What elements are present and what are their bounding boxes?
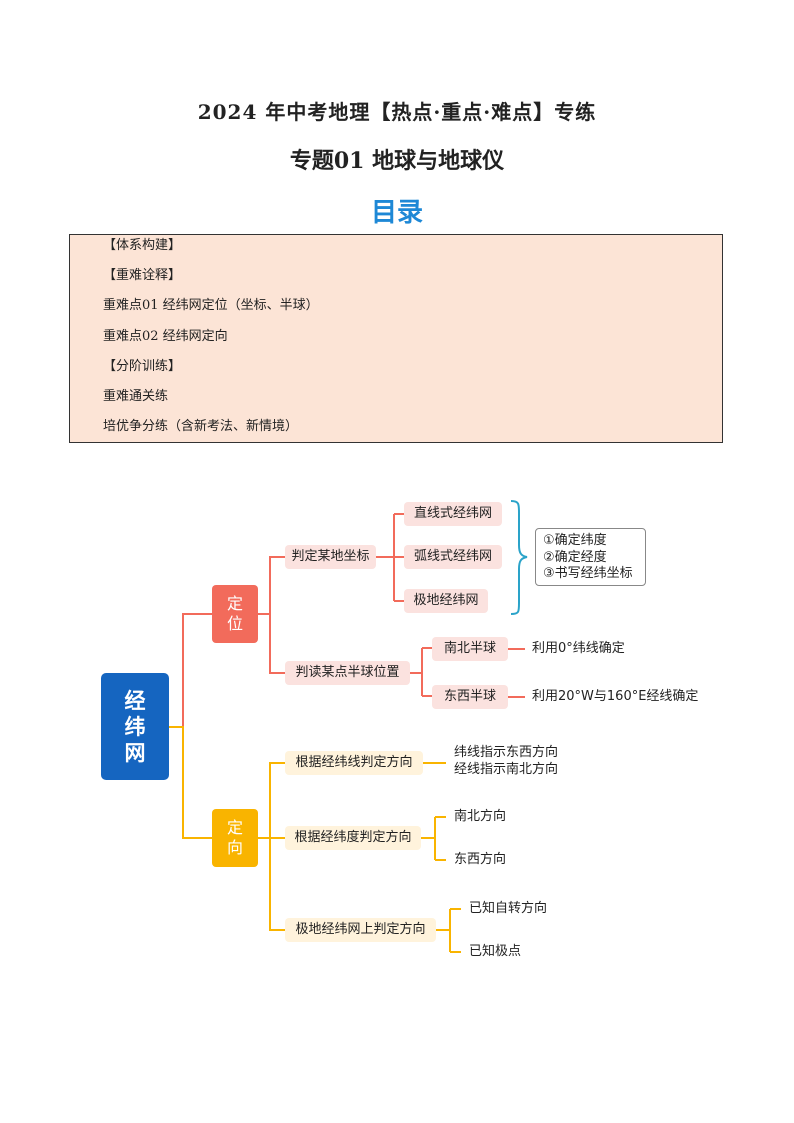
toc-item[interactable]: 【重难诠释】 <box>103 268 182 284</box>
mindmap-root: 经纬网 <box>101 673 169 780</box>
node-direction-by-degrees: 根据经纬度判定方向 <box>285 826 421 850</box>
node-straight-grid: 直线式经纬网 <box>404 502 502 526</box>
leaf-known-rotation: 已知自转方向 <box>469 901 548 916</box>
node-direction: 定向 <box>212 809 258 867</box>
step-item: ③书写经纬坐标 <box>543 566 633 581</box>
toc-item[interactable]: 培优争分练（含新考法、新情境） <box>103 419 299 435</box>
node-arc-grid: 弧线式经纬网 <box>404 545 502 569</box>
toc-item[interactable]: 【分阶训练】 <box>103 358 182 374</box>
leaf-east-west: 东西方向 <box>454 852 507 867</box>
node-direction-polar: 极地经纬网上判定方向 <box>285 918 436 942</box>
node-direction-label: 定向 <box>226 818 243 857</box>
root-label: 经纬网 <box>124 688 146 765</box>
step-item: ①确定纬度 <box>543 533 607 548</box>
note-meridians: 利用20°W与160°E经线确定 <box>532 689 699 704</box>
note-parallels-east-west: 纬线指示东西方向 <box>454 745 559 760</box>
toc-item[interactable]: 【体系构建】 <box>103 238 182 253</box>
topic-title: 专题01 地球与地球仪 <box>289 148 505 174</box>
steps-box: ①确定纬度 ②确定经度 ③书写经纬坐标 <box>535 528 646 586</box>
node-east-west-hemisphere: 东西半球 <box>432 685 508 709</box>
leaf-north-south: 南北方向 <box>454 809 507 824</box>
node-locate-label: 定位 <box>226 594 243 633</box>
document-title: 2024 年中考地理【热点·重点·难点】专练 <box>197 100 597 124</box>
toc-item[interactable]: 重难点01 经纬网定位（坐标、半球） <box>103 298 319 314</box>
node-direction-by-lines: 根据经纬线判定方向 <box>285 751 423 775</box>
note-equator: 利用0°纬线确定 <box>532 641 625 656</box>
step-item: ②确定经度 <box>543 549 607 565</box>
leaf-known-pole: 已知极点 <box>469 944 522 959</box>
node-hemisphere-position: 判读某点半球位置 <box>285 661 410 685</box>
node-determine-coordinates: 判定某地坐标 <box>285 545 376 569</box>
note-meridians-north-south: 经线指示南北方向 <box>454 762 559 777</box>
toc-item[interactable]: 重难通关练 <box>103 388 169 404</box>
table-of-contents: 【体系构建】 【重难诠释】 重难点01 经纬网定位（坐标、半球） 重难点02 经… <box>69 234 723 443</box>
node-polar-grid: 极地经纬网 <box>404 589 488 613</box>
toc-heading: 目录 <box>370 198 423 228</box>
node-locate: 定位 <box>212 585 258 643</box>
toc-item[interactable]: 重难点02 经纬网定向 <box>103 328 228 344</box>
node-north-south-hemisphere: 南北半球 <box>432 637 508 661</box>
